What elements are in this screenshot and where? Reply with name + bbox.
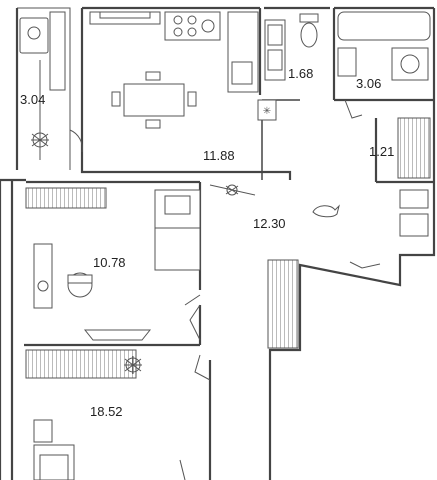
room-area-hall: 12.30: [253, 216, 286, 231]
balcony-left: [19, 11, 66, 160]
svg-text:✳: ✳: [263, 106, 271, 117]
room-area-kitchen: 11.88: [203, 148, 235, 163]
room-area-bathroom: 3.06: [356, 76, 382, 91]
dog-icon: [312, 204, 340, 218]
bathroom: [337, 11, 431, 81]
wc: [264, 13, 319, 81]
room-area-bedroom-2: 18.52: [90, 404, 123, 419]
bedroom-1: [25, 187, 201, 379]
room-area-balcony-left: 3.04: [20, 92, 46, 107]
toilet-icon: [299, 13, 319, 48]
hall: [225, 184, 429, 349]
room-area-bedroom-1: 10.78: [93, 255, 126, 270]
dining-table: [111, 71, 197, 129]
doors: [69, 99, 381, 381]
plant-icon: [124, 356, 142, 374]
plant-icon: [225, 184, 239, 196]
kitchen: ✳: [89, 11, 277, 196]
chair-icon: [67, 272, 93, 298]
closet: [397, 117, 431, 179]
room-area-wc: 1.68: [288, 66, 314, 81]
plant-icon: [31, 131, 49, 149]
room-area-closet: 1.21: [369, 144, 395, 159]
bedroom-2: [33, 419, 186, 480]
